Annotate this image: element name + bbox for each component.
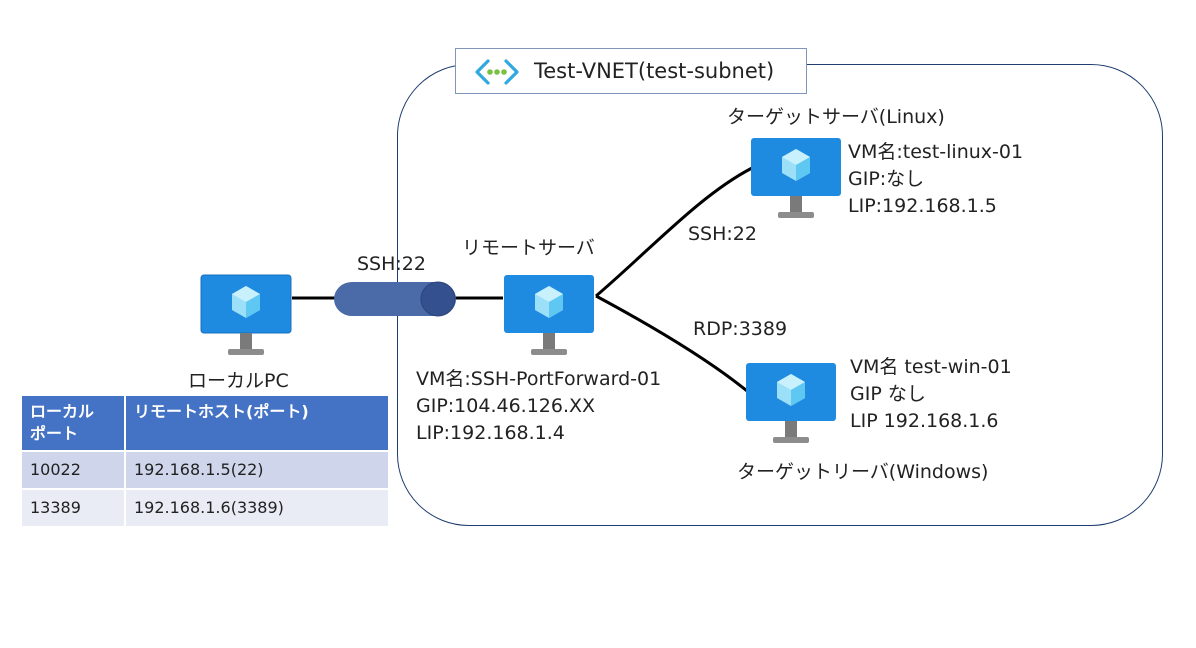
table-row: 10022 192.168.1.5(22) [22, 450, 390, 489]
header-local-port: ローカル ポート [22, 396, 126, 451]
vnet-title: Test-VNET(test-subnet) [534, 59, 775, 83]
rdp-connection-label: RDP:3389 [693, 318, 788, 340]
table-header-row: ローカル ポート リモートホスト(ポート) [22, 396, 390, 451]
windows-server-details: VM名 test-win-01 GIP なし LIP 192.168.1.6 [850, 354, 1012, 435]
remote-server-gip: GIP:104.46.126.XX [416, 395, 596, 417]
ssh-tunnel-cylinder [334, 281, 456, 317]
linux-server-lip: LIP:192.168.1.5 [848, 195, 997, 217]
linux-server-details: VM名:test-linux-01 GIP:なし LIP:192.168.1.5 [848, 139, 1023, 220]
local-pc-label: ローカルPC [188, 370, 289, 392]
remote-server-vm-name: VM名:SSH-PortForward-01 [416, 368, 662, 390]
vnet-header: Test-VNET(test-subnet) [455, 48, 807, 94]
remote-server-details: VM名:SSH-PortForward-01 GIP:104.46.126.XX… [416, 366, 661, 447]
virtual-network-icon [475, 59, 519, 85]
linux-server-vm-icon [751, 138, 841, 218]
remote-server-lip: LIP:192.168.1.4 [416, 422, 565, 444]
remote-host-cell: 192.168.1.6(3389) [125, 488, 390, 526]
remote-server-vm-icon [504, 275, 594, 355]
header-remote-host: リモートホスト(ポート) [125, 396, 390, 451]
local-port-cell: 10022 [22, 450, 126, 489]
local-port-cell: 13389 [22, 488, 126, 526]
remote-host-cell: 192.168.1.5(22) [125, 450, 390, 489]
ssh-connection-label: SSH:22 [688, 223, 757, 245]
windows-server-vm-name: VM名 test-win-01 [850, 356, 1012, 378]
port-forward-table: ローカル ポート リモートホスト(ポート) 10022 192.168.1.5(… [22, 396, 390, 526]
remote-to-windows-line [595, 294, 753, 397]
local-pc-vm-icon [200, 274, 292, 355]
linux-server-gip: GIP:なし [848, 168, 925, 190]
remote-to-linux-line [595, 166, 753, 298]
windows-server-label: ターゲットリーバ(Windows) [737, 461, 989, 483]
table-row: 13389 192.168.1.6(3389) [22, 488, 390, 526]
linux-server-vm-name: VM名:test-linux-01 [848, 141, 1024, 163]
linux-server-label: ターゲットサーバ(Linux) [727, 106, 945, 128]
windows-server-lip: LIP 192.168.1.6 [850, 410, 999, 432]
windows-server-gip: GIP なし [850, 383, 926, 405]
windows-server-vm-icon [746, 363, 836, 443]
tunnel-label: SSH:22 [357, 253, 426, 275]
remote-server-label: リモートサーバ [462, 237, 595, 259]
